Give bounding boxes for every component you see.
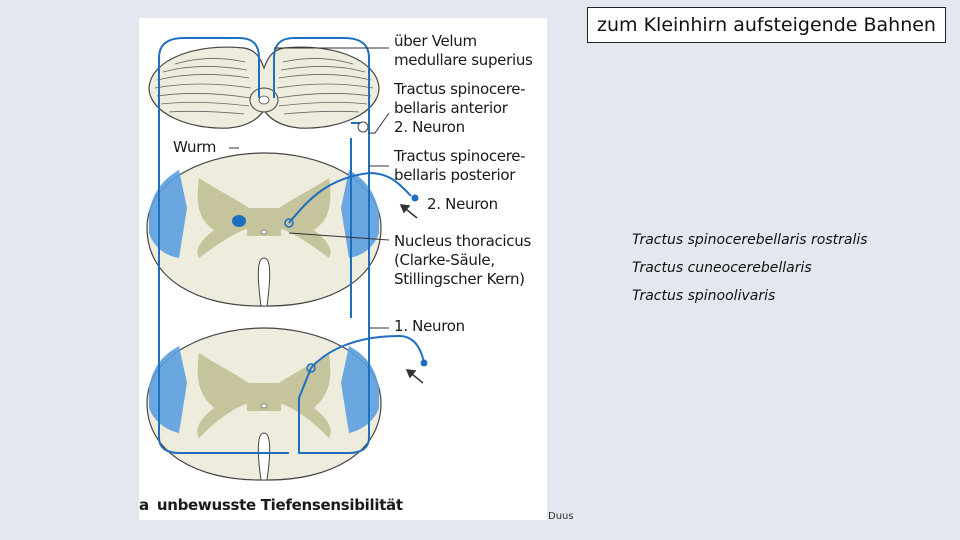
spinal-cord-section-upper bbox=[146, 152, 382, 307]
tract-list: Tractus spinocerebellaris rostralis Trac… bbox=[632, 226, 868, 310]
caption-letter: a bbox=[139, 496, 149, 514]
image-credit: Duus bbox=[548, 511, 574, 522]
label-wurm: Wurm bbox=[173, 138, 217, 156]
spinal-cord-cerebellum-diagram bbox=[146, 37, 428, 481]
label-tractus-posterior: Tractus spinocere-bellaris posterior bbox=[394, 147, 526, 184]
tract-list-item: Tractus spinoolivaris bbox=[632, 288, 776, 304]
tract-list-item: Tractus spinocerebellaris rostralis bbox=[632, 232, 868, 248]
cerebellum-illustration bbox=[148, 46, 380, 129]
label-first-neuron: 1. Neuron bbox=[394, 317, 465, 335]
figure-caption: a unbewusste Tiefensensibilität bbox=[139, 496, 403, 514]
arrow-icon bbox=[399, 204, 424, 384]
label-second-neuron: 2. Neuron bbox=[427, 195, 498, 213]
tract-list-item: Tractus cuneocerebellaris bbox=[632, 260, 812, 276]
label-leader-lines bbox=[229, 47, 390, 329]
slide-title: zum Kleinhirn aufsteigende Bahnen bbox=[587, 7, 946, 43]
spinal-cord-section-lower bbox=[146, 327, 382, 481]
pathway-lines bbox=[158, 37, 425, 454]
label-nucleus-thoracicus: Nucleus thoracicus(Clarke-Säule,Stilling… bbox=[394, 232, 531, 288]
caption-text: unbewusste Tiefensensibilität bbox=[156, 496, 403, 514]
